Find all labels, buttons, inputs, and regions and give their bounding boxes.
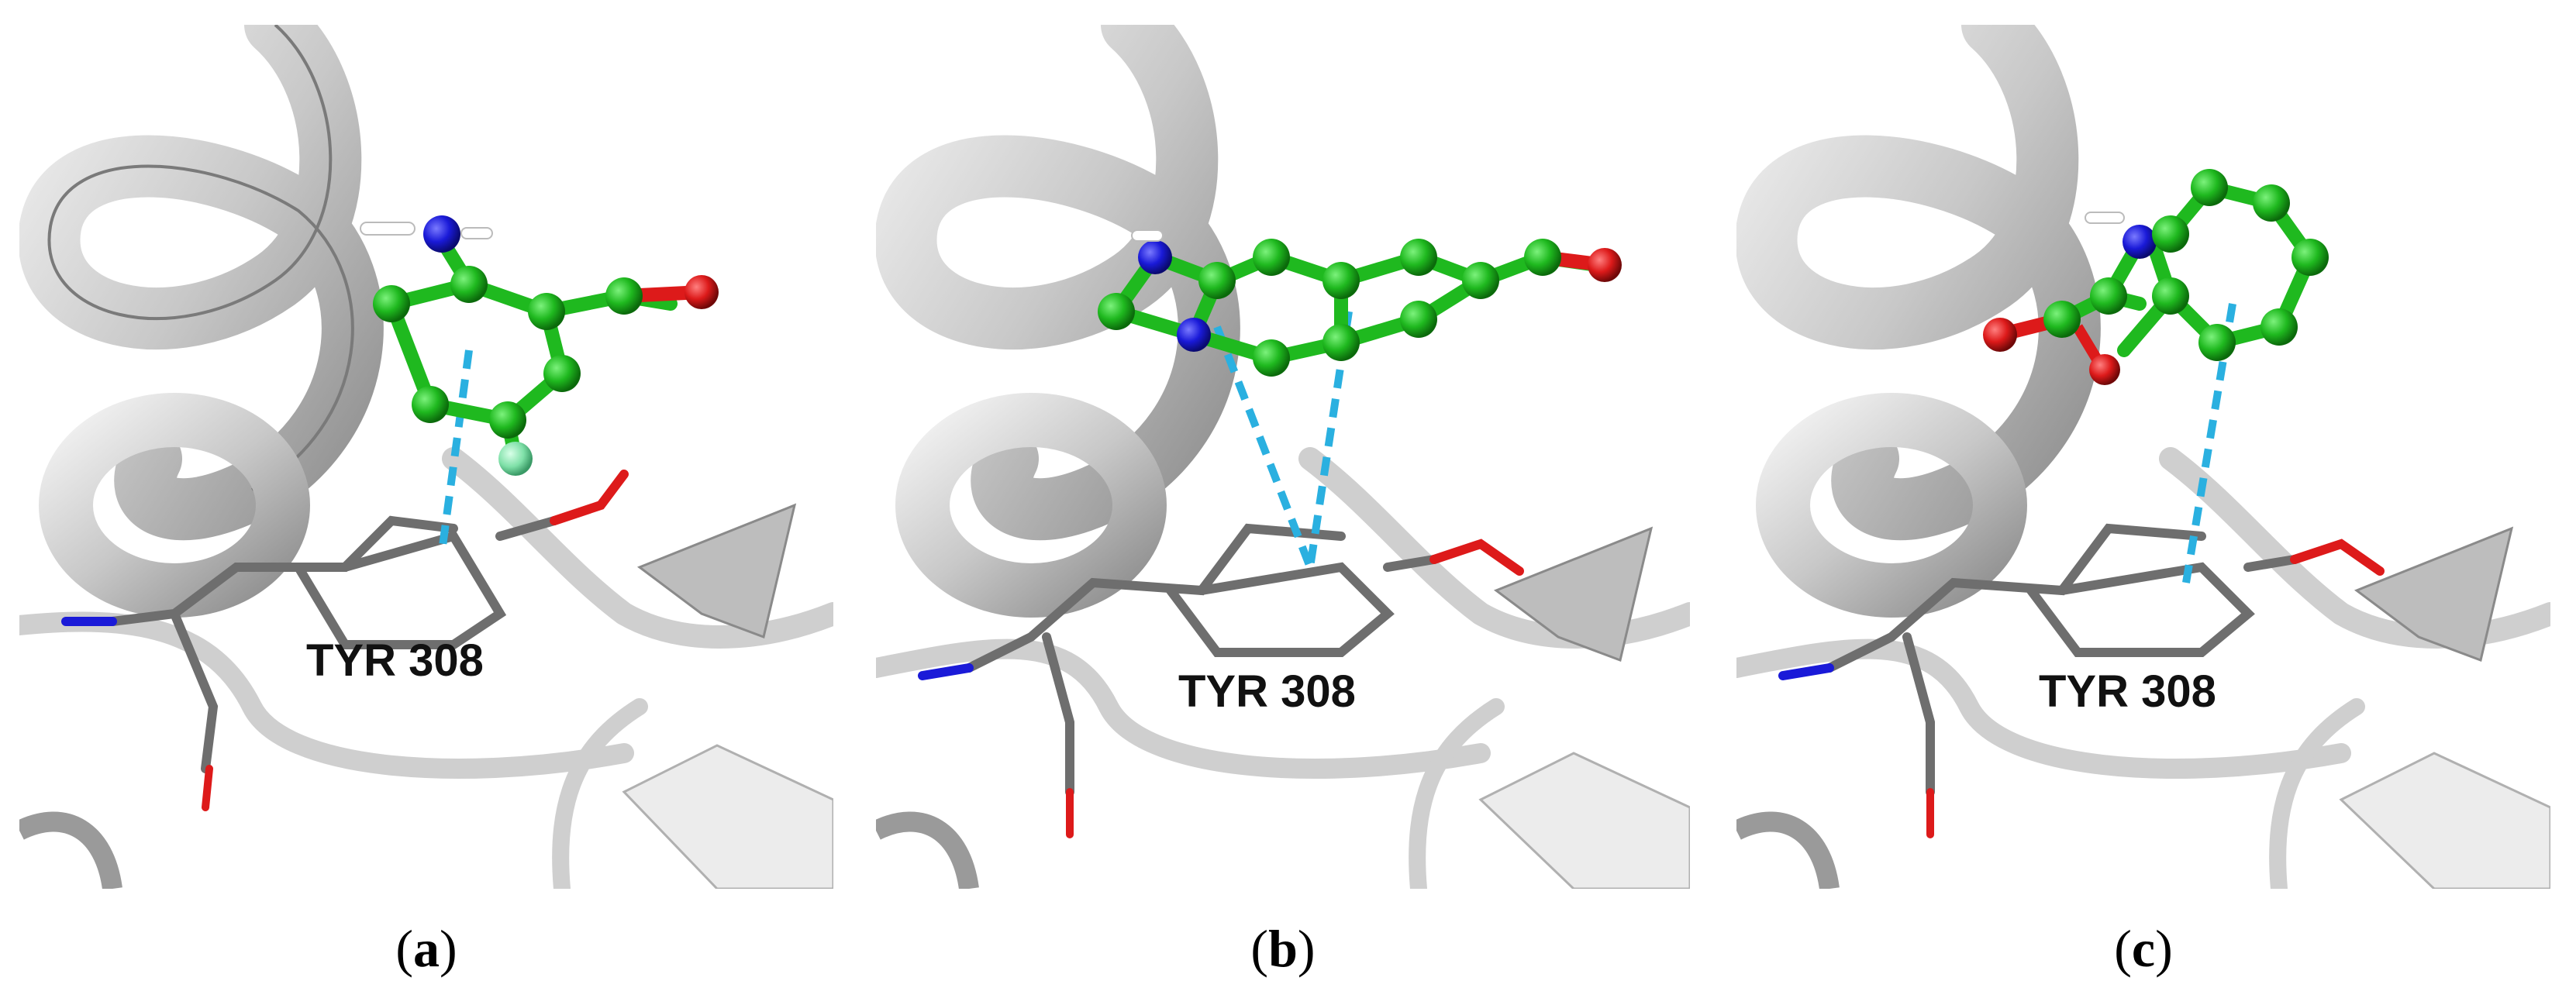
pi-stacking-line <box>438 349 473 552</box>
beta-strand-arrow <box>1478 752 1690 889</box>
coil-loop <box>19 811 122 889</box>
caption-a: (a) <box>395 919 457 978</box>
helix-turn <box>39 393 310 618</box>
coil-loop <box>1409 698 1505 889</box>
backbone-nitrogen <box>918 663 974 680</box>
helix-ribbon <box>1736 25 2101 541</box>
tyr-hydroxyl <box>550 470 629 525</box>
tyr-residue <box>964 523 1439 797</box>
ligand-bonds <box>385 227 678 466</box>
docking-view-c: TYR 308 <box>1736 25 2550 889</box>
caption-letter: b <box>1268 919 1298 978</box>
docking-view-b: TYR 308 <box>876 25 1690 889</box>
backbone-nitrogen <box>1778 663 1834 680</box>
panel-c: TYR 308 <box>1736 25 2550 889</box>
panel-a: TYR 308 <box>19 25 833 889</box>
coil-loop <box>1736 638 2351 779</box>
ligand-atoms <box>360 215 719 476</box>
coil-loop <box>876 811 979 889</box>
coil-loop <box>19 611 634 779</box>
tyr-residue <box>108 515 559 773</box>
beta-strand-arrow <box>1493 526 1654 663</box>
coil-loop <box>2269 698 2365 889</box>
caption-b: (b) <box>1250 919 1316 978</box>
helix-turn <box>895 393 1167 618</box>
beta-strand-arrow <box>622 744 833 889</box>
tyr-hydroxyl <box>2290 539 2385 576</box>
residue-label: TYR 308 <box>2039 666 2216 717</box>
helix-turn <box>1756 393 2027 618</box>
tyr-hydroxyl <box>1429 539 1524 576</box>
panel-b: TYR 308 <box>876 25 1690 889</box>
residue-label: TYR 308 <box>306 635 484 686</box>
ligand-atoms <box>1983 169 2329 385</box>
beta-strand-arrow <box>636 503 797 639</box>
coil-loop <box>1736 811 1840 889</box>
backbone-oxygen <box>202 765 213 811</box>
tyr-residue <box>1825 523 2299 797</box>
caption-c: (c) <box>2114 919 2173 978</box>
ligand-atoms <box>1098 229 1622 377</box>
caption-letter: c <box>2131 919 2156 978</box>
coil-loop <box>552 698 648 889</box>
beta-strand-arrow <box>2354 526 2514 663</box>
docking-view-a: TYR 308 <box>19 25 833 889</box>
beta-strand-arrow <box>2339 752 2550 889</box>
caption-letter: a <box>413 919 440 978</box>
pi-stacking-line <box>1213 325 1314 569</box>
residue-label: TYR 308 <box>1178 666 1356 717</box>
helix-ribbon-edge <box>47 25 354 491</box>
coil-loop <box>876 638 1491 779</box>
